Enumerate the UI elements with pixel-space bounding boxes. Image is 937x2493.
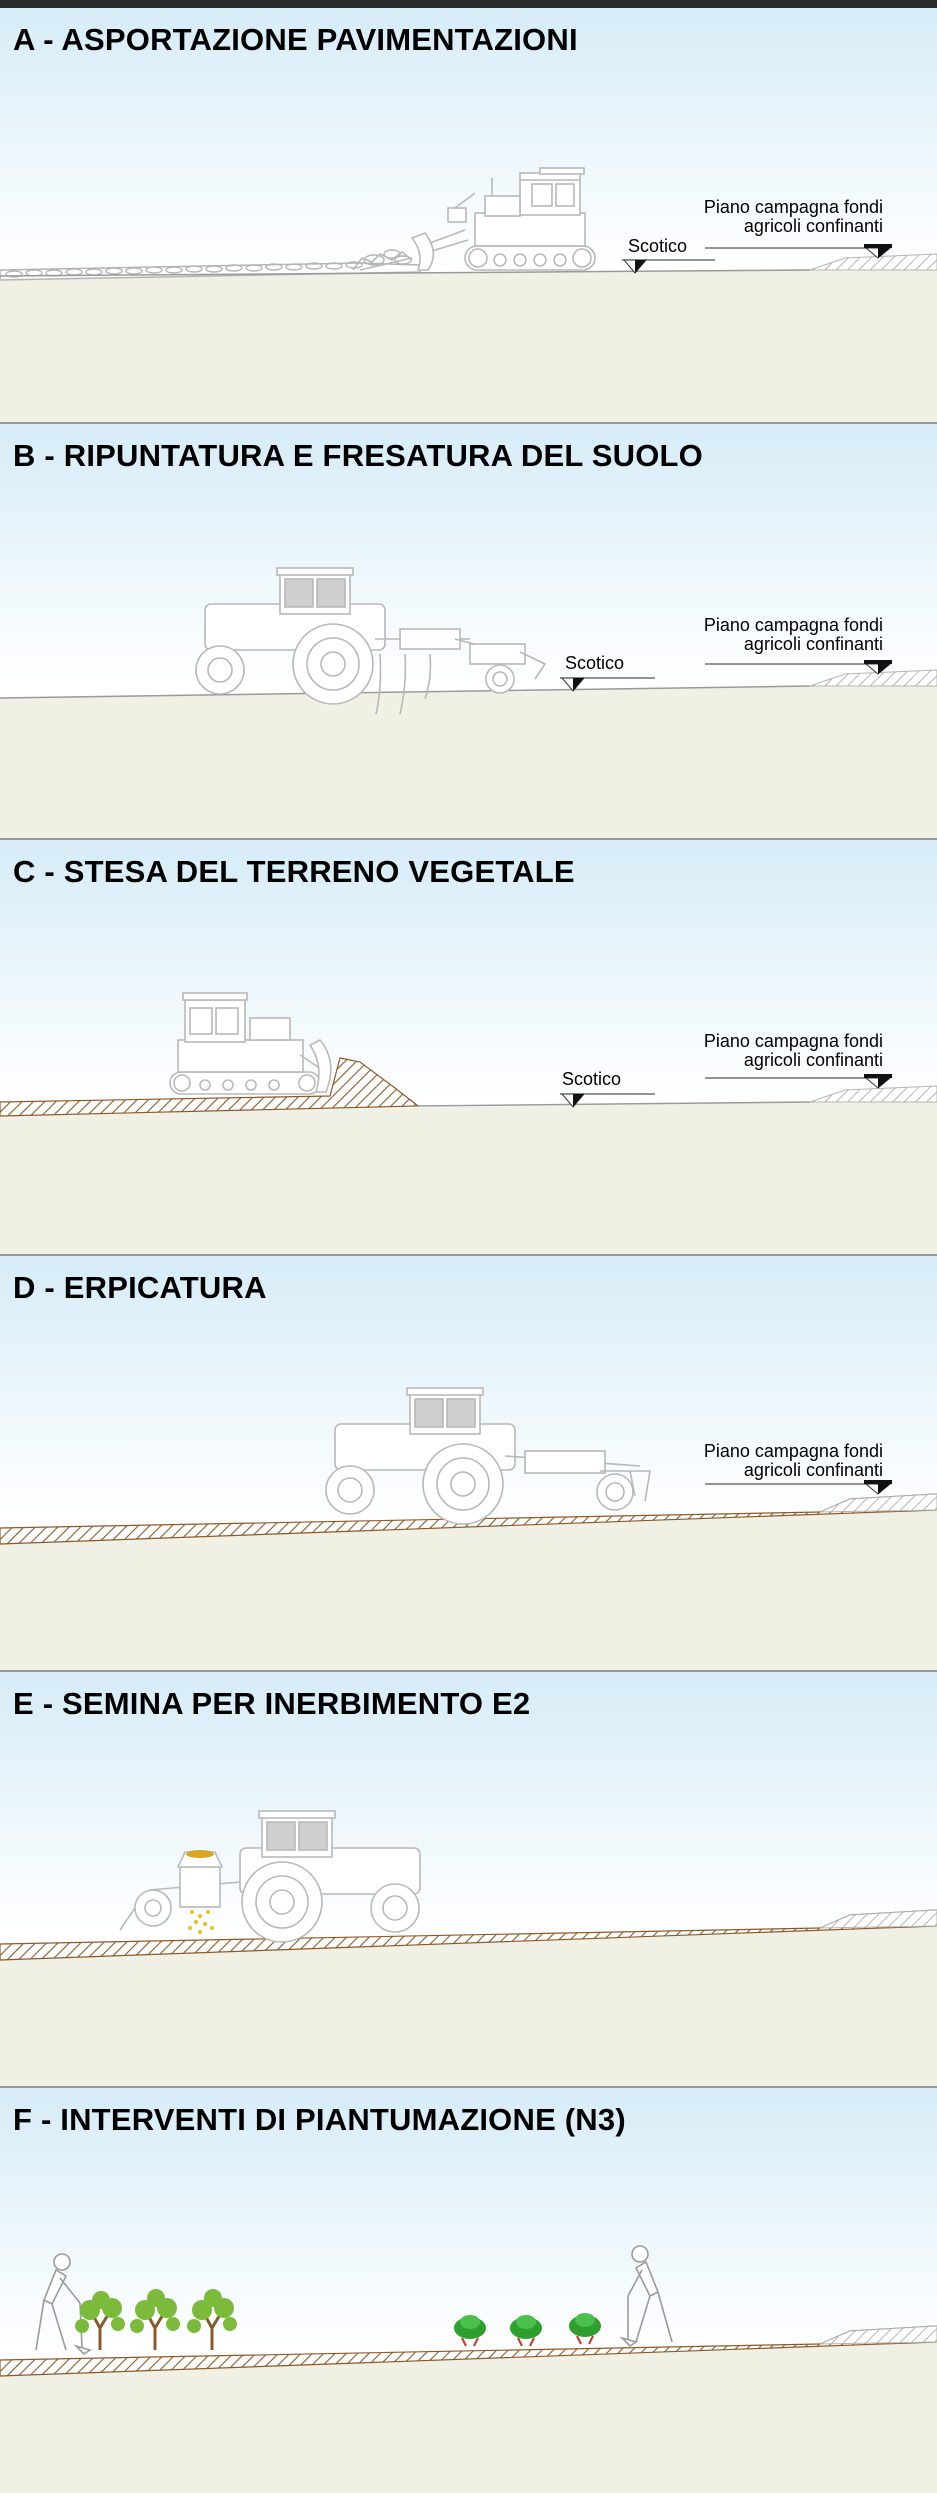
- piano-campagna-line1: Piano campagna fondi: [703, 197, 883, 217]
- piano-campagna-line2: agricoli confinanti: [743, 1050, 883, 1070]
- panel-d: D - ERPICATURA Piano campagna fondi agri…: [0, 1256, 937, 1672]
- scotico-label: Scotico: [628, 236, 688, 256]
- piano-campagna-label: Piano campagna fondi agricoli confinanti: [704, 1032, 883, 1070]
- panel-title: C - STESA DEL TERRENO VEGETALE: [13, 854, 575, 889]
- worker-left: [35, 2253, 92, 2356]
- tractor-harrow: [325, 1387, 651, 1525]
- piano-campagna-line2: agricoli confinanti: [743, 216, 883, 236]
- scotico-label: Scotico: [565, 653, 625, 673]
- panel-title: A - ASPORTAZIONE PAVIMENTAZIONI: [13, 22, 578, 57]
- panel-title: D - ERPICATURA: [13, 1270, 267, 1305]
- piano-campagna-marker: [705, 1074, 892, 1089]
- piano-campagna-line1: Piano campagna fondi: [703, 1031, 883, 1051]
- piano-campagna-label: Piano campagna fondi agricoli confinanti: [704, 198, 883, 236]
- bulldozer: [169, 992, 332, 1095]
- panel-b: B - RIPUNTATURA E FRESATURA DEL SUOLO Sc…: [0, 424, 937, 840]
- piano-campagna-line2: agricoli confinanti: [743, 634, 883, 654]
- piano-campagna-marker: [705, 660, 892, 675]
- scotico-marker: [560, 677, 655, 692]
- scotico-label: Scotico: [562, 1069, 622, 1089]
- piano-campagna-line1: Piano campagna fondi: [703, 615, 883, 635]
- tractor-seeder: [119, 1810, 421, 1943]
- piano-campagna-line1: Piano campagna fondi: [703, 1441, 883, 1461]
- scotico-marker: [622, 259, 715, 274]
- piano-campagna-marker: [705, 1480, 892, 1495]
- scene-f: [0, 2088, 937, 2493]
- panel-title: F - INTERVENTI DI PIANTUMAZIONE (N3): [13, 2102, 626, 2137]
- planted-shrubs-large: [75, 2289, 237, 2350]
- scene-a: [0, 8, 937, 422]
- panel-f: F - INTERVENTI DI PIANTUMAZIONE (N3): [0, 2088, 937, 2493]
- scene-b: [0, 424, 937, 838]
- scene-d: [0, 1256, 937, 1670]
- panel-a: A - ASPORTAZIONE PAVIMENTAZIONI Scotico …: [0, 8, 937, 424]
- worker-right: [619, 2245, 673, 2348]
- panel-e: E - SEMINA PER INERBIMENTO E2: [0, 1672, 937, 2088]
- piano-campagna-line2: agricoli confinanti: [743, 1460, 883, 1480]
- scene-e: [0, 1672, 937, 2086]
- piano-campagna-marker: [705, 244, 892, 259]
- panel-c: C - STESA DEL TERRENO VEGETALE Scotico P…: [0, 840, 937, 1256]
- scotico-marker: [560, 1093, 655, 1108]
- bulldozer: [352, 167, 596, 271]
- panel-title: B - RIPUNTATURA E FRESATURA DEL SUOLO: [13, 438, 703, 473]
- piano-campagna-label: Piano campagna fondi agricoli confinanti: [704, 616, 883, 654]
- piano-campagna-label: Piano campagna fondi agricoli confinanti: [704, 1442, 883, 1480]
- planted-seedlings: [454, 2313, 601, 2347]
- tractor-ripper: [195, 567, 547, 715]
- seed-hopper-contents: [186, 1850, 214, 1934]
- top-border: [0, 0, 937, 8]
- panel-title: E - SEMINA PER INERBIMENTO E2: [13, 1686, 531, 1721]
- scene-c: [0, 840, 937, 1254]
